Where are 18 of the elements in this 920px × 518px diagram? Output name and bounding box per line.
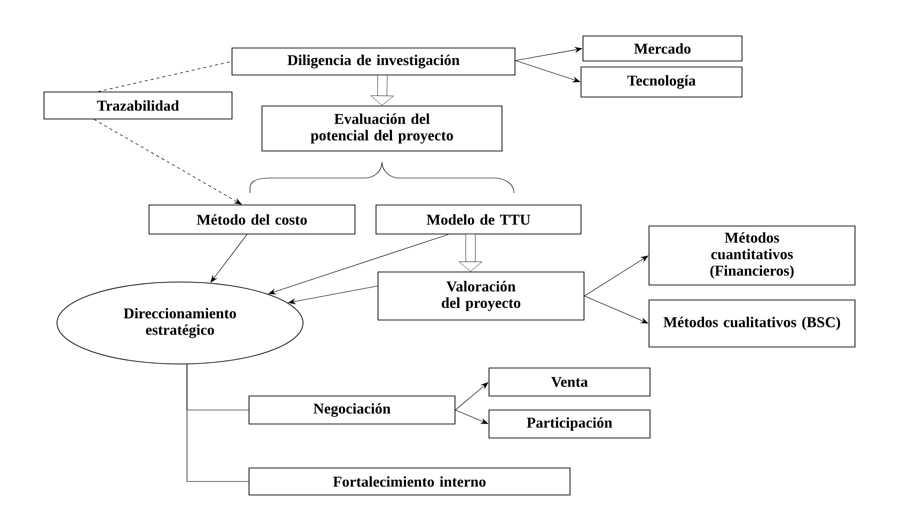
process-box: Valoración del proyecto <box>378 272 584 320</box>
connector-line <box>98 61 232 92</box>
process-box: Evaluación del potencial del proyecto <box>262 106 502 152</box>
process-box: Modelo de TTU <box>376 204 582 234</box>
process-box: Métodos cualitativos (BSC) <box>648 300 856 348</box>
connector-line <box>186 364 249 482</box>
process-box: Participación <box>488 410 650 438</box>
process-box: Fortalecimiento interno <box>248 468 570 496</box>
arrow <box>458 234 482 272</box>
process-box: Diligencia de investigación <box>232 48 516 76</box>
process-box: Método del costo <box>148 204 356 234</box>
process-box: Negociación <box>248 396 456 424</box>
arrow <box>370 75 394 106</box>
process-box: Mercado <box>582 36 742 62</box>
process-box: Tecnología <box>580 66 742 98</box>
process-box: Métodos cuantitativos (Financieros) <box>648 226 856 286</box>
process-box: Trazabilidad <box>44 92 232 120</box>
process-box: Venta <box>488 368 650 396</box>
